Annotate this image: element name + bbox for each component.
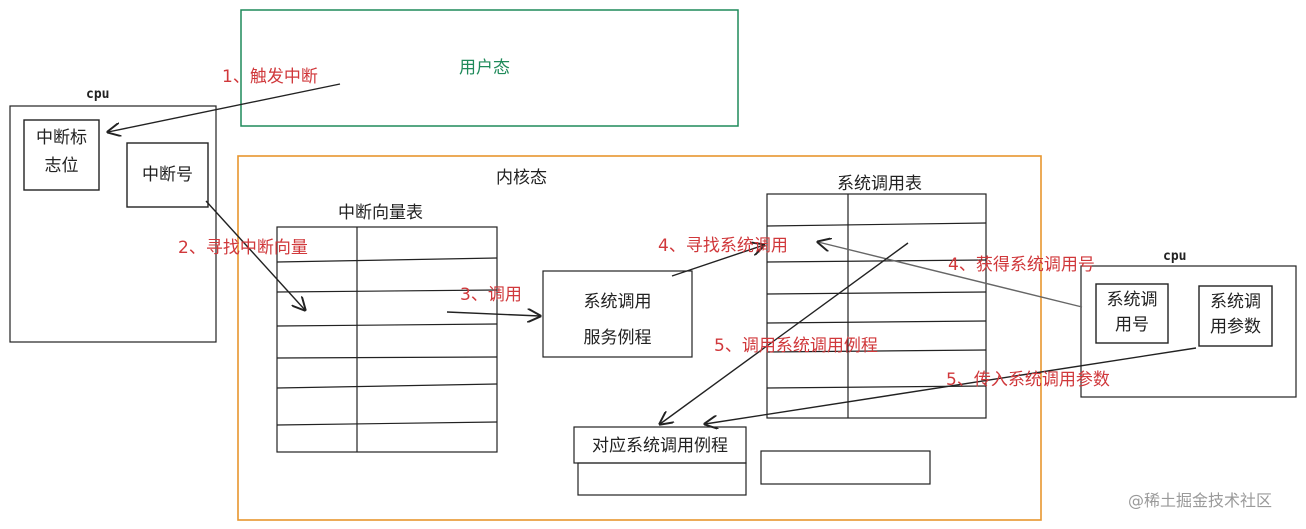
arrow-trigger-interrupt bbox=[108, 83, 341, 132]
interrupt-flag-line1: 中断标 bbox=[36, 128, 87, 148]
cpu-left-label: cpu bbox=[86, 87, 110, 102]
service-routine-line2: 服务例程 bbox=[583, 328, 652, 348]
syscall-table bbox=[766, 193, 987, 419]
matching-routine-label: 对应系统调用例程 bbox=[592, 436, 728, 456]
kernel-mode-box bbox=[237, 155, 1042, 521]
step5a-label: 5、调用系统调用例程 bbox=[714, 336, 878, 356]
user-mode-box bbox=[240, 9, 739, 127]
syscall-number-line2: 用号 bbox=[1115, 315, 1149, 335]
interrupt-vector-table-title: 中断向量表 bbox=[338, 203, 423, 223]
blank-box-1 bbox=[577, 462, 747, 496]
syscall-number-box bbox=[1095, 283, 1169, 344]
interrupt-flag-line2: 志位 bbox=[44, 156, 79, 176]
step1-label: 1、触发中断 bbox=[222, 67, 318, 87]
service-routine-line1: 系统调用 bbox=[583, 292, 652, 312]
arrow-find-syscall bbox=[671, 245, 764, 277]
step4a-label: 4、寻找系统调用 bbox=[658, 236, 788, 256]
user-mode-label: 用户态 bbox=[459, 58, 510, 78]
step5b-label: 5、传入系统调用参数 bbox=[946, 370, 1110, 390]
step3-label: 3、调用 bbox=[460, 285, 522, 305]
arrow-find-vector bbox=[205, 200, 305, 310]
arrow-get-syscall-number bbox=[818, 242, 1083, 308]
arrow-pass-params bbox=[705, 347, 1197, 424]
cpu-right-label: cpu bbox=[1163, 249, 1187, 264]
interrupt-flag-box bbox=[23, 119, 100, 191]
interrupt-number-box bbox=[126, 142, 209, 208]
interrupt-vector-table bbox=[276, 226, 498, 453]
watermark: @稀土掘金技术社区 bbox=[1128, 491, 1273, 510]
cpu-right-box bbox=[1080, 265, 1297, 398]
kernel-mode-label: 内核态 bbox=[496, 168, 547, 188]
step4b-label: 4、获得系统调用号 bbox=[948, 255, 1095, 275]
arrow-call-routine bbox=[660, 242, 909, 424]
step2-label: 2、寻找中断向量 bbox=[178, 238, 308, 258]
blank-box-2 bbox=[760, 450, 931, 485]
interrupt-number-label: 中断号 bbox=[142, 165, 193, 185]
service-routine-box bbox=[542, 270, 693, 358]
arrow-call bbox=[446, 312, 540, 316]
cpu-left-box bbox=[9, 105, 217, 343]
syscall-params-box bbox=[1198, 285, 1273, 347]
syscall-params-line2: 用参数 bbox=[1210, 317, 1261, 337]
syscall-table-title: 系统调用表 bbox=[837, 174, 922, 194]
syscall-params-line1: 系统调 bbox=[1210, 292, 1261, 312]
syscall-number-line1: 系统调 bbox=[1106, 290, 1158, 310]
